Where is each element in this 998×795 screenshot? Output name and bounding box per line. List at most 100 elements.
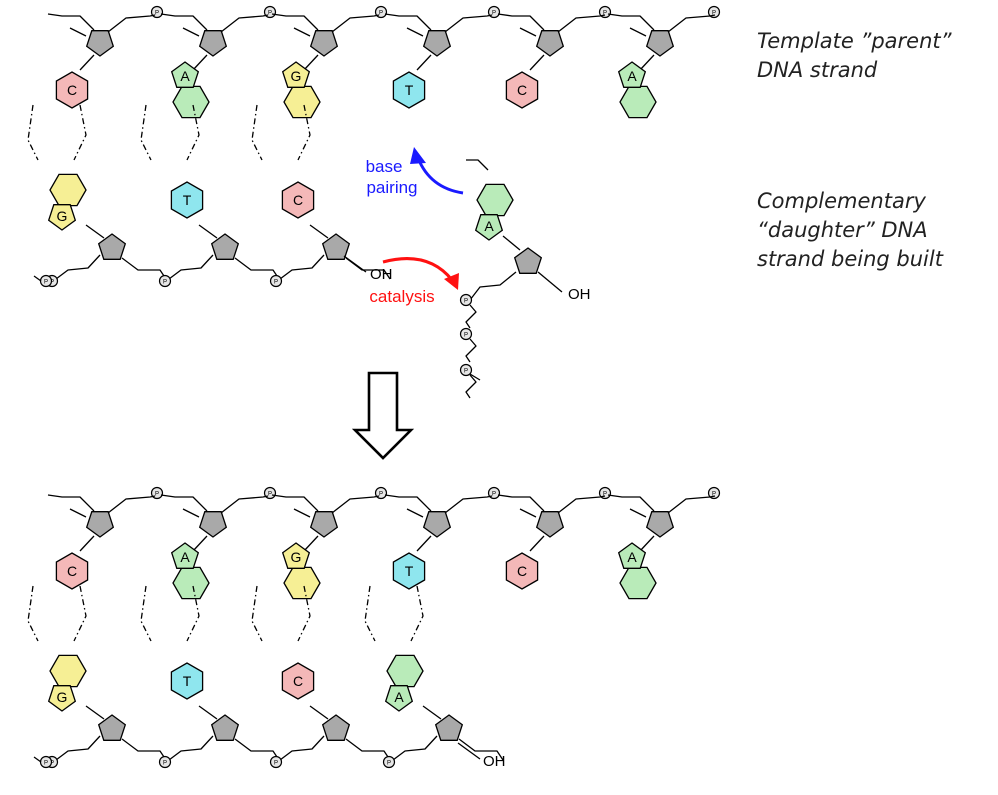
template-backbone-link: [384, 494, 432, 512]
template-backbone-link: [384, 13, 432, 31]
base-label-G: G: [57, 689, 68, 705]
template-sugar-ring: [422, 511, 452, 538]
hydroxyl-bond: [537, 271, 563, 293]
daughter-phosphate-icon: [269, 755, 283, 769]
incoming-base-A-six-ring: [476, 183, 514, 217]
daughter-backbone-link: [168, 254, 214, 280]
base-label-G: G: [57, 208, 68, 224]
glycosidic-bond: [422, 705, 442, 720]
template-sugar-ring: [535, 30, 565, 57]
triphosphate-link: [465, 338, 477, 363]
daughter-sugar-ring: [434, 714, 464, 741]
phosphate-label: P: [44, 280, 48, 286]
template-base-A-six-ring: [619, 85, 657, 119]
template-sugar-ring: [309, 511, 339, 538]
daughter-base-A-five-ring: [384, 685, 414, 712]
base-label-C: C: [517, 563, 527, 579]
daughter-phosphate-icon: [269, 274, 283, 288]
template-base-G-six-ring: [283, 566, 321, 600]
phosphate-label: P: [387, 761, 391, 767]
daughter-phosphate-icon: [382, 755, 396, 769]
daughter-base-G-five-ring: [47, 685, 77, 712]
template-sugar-ring: [85, 30, 115, 57]
glycosidic-bond: [416, 535, 432, 552]
phosphate-label: P: [274, 761, 278, 767]
template-base-A-six-ring: [172, 566, 210, 600]
daughter-caption-line-2: “daughter” DNA: [757, 218, 928, 242]
daughter-base-C: [281, 181, 315, 219]
template-base-C: [55, 552, 89, 590]
base-label-C: C: [67, 563, 77, 579]
glycosidic-bond: [309, 705, 329, 720]
template-base-A-six-ring: [172, 85, 210, 119]
template-backbone-link: [47, 13, 95, 31]
template-backbone-link: [444, 14, 493, 33]
daughter-sugar-ring: [321, 714, 351, 741]
daughter-strand-end: [33, 275, 42, 282]
phosphate-label: P: [464, 333, 468, 339]
hydrogen-bond: [410, 585, 424, 642]
phosphate-label: P: [268, 11, 272, 17]
template-methyl-stub: [406, 27, 424, 37]
template-base-G-six-ring: [283, 85, 321, 119]
glycosidic-bond: [639, 535, 655, 552]
hydrogen-bond: [27, 585, 39, 642]
daughter-caption-line-1: Complementary: [757, 189, 926, 213]
triphosphate-link: [465, 374, 477, 399]
glycosidic-bond: [198, 705, 218, 720]
template-base-G-five-ring: [281, 61, 311, 88]
daughter-phosphate-icon: [158, 274, 172, 288]
template-methyl-stub: [182, 27, 200, 37]
phosphate-label: P: [50, 280, 54, 286]
template-backbone-link: [557, 495, 606, 514]
glycosidic-bond: [303, 54, 319, 71]
template-backbone-link: [160, 494, 208, 512]
template-sugar-ring: [309, 30, 339, 57]
hydroxyl-bond: [457, 742, 481, 760]
hydrogen-bond: [251, 104, 263, 161]
daughter-caption-line-3: strand being built: [757, 247, 943, 271]
template-sugar-ring: [645, 511, 675, 538]
incoming-base-A-five-ring: [474, 214, 504, 241]
glycosidic-bond: [85, 705, 105, 720]
glycosidic-bond: [416, 54, 432, 71]
phosphate-label: P: [603, 11, 607, 17]
daughter-strand-caption: Complementary “daughter” DNA strand bein…: [757, 187, 943, 274]
base-pairing-arrow: [416, 157, 464, 195]
daughter-backbone-link: [234, 738, 280, 761]
phosphate-label: P: [464, 369, 468, 375]
base-label-G: G: [291, 68, 302, 84]
base-label-A: A: [627, 68, 637, 84]
daughter-backbone-link: [279, 735, 325, 761]
template-base-A-five-ring: [617, 542, 647, 569]
template-base-A-five-ring: [170, 542, 200, 569]
daughter-backbone-link: [279, 254, 325, 280]
hydrogen-bond: [186, 585, 200, 642]
hydroxyl-label: OH: [370, 266, 393, 283]
template-backbone-link: [160, 13, 208, 31]
hydroxyl-label: OH: [483, 753, 506, 770]
triphosphate-phosphate-icon: [459, 327, 473, 341]
daughter-base-A-six-ring: [386, 654, 424, 688]
template-phosphate-icon: [598, 5, 612, 19]
hydrogen-bond: [251, 585, 263, 642]
base-label-A: A: [180, 549, 190, 565]
daughter-base-C: [281, 662, 315, 700]
template-sugar-ring: [535, 511, 565, 538]
template-phosphate-icon: [598, 486, 612, 500]
daughter-backbone-link: [121, 257, 167, 280]
template-base-A-five-ring: [617, 61, 647, 88]
template-backbone-link: [271, 13, 319, 31]
daughter-backbone-link: [392, 735, 438, 761]
glycosidic-bond: [85, 224, 105, 239]
catalysis-arrow: [382, 257, 454, 281]
base-label-C: C: [293, 192, 303, 208]
glycosidic-bond: [303, 535, 319, 552]
template-backbone-link: [331, 495, 380, 514]
base-label-A: A: [627, 549, 637, 565]
daughter-backbone-link: [55, 735, 101, 761]
triphosphate-tail: [469, 373, 481, 381]
hydrogen-bond: [140, 585, 152, 642]
phosphate-label: P: [712, 11, 716, 17]
